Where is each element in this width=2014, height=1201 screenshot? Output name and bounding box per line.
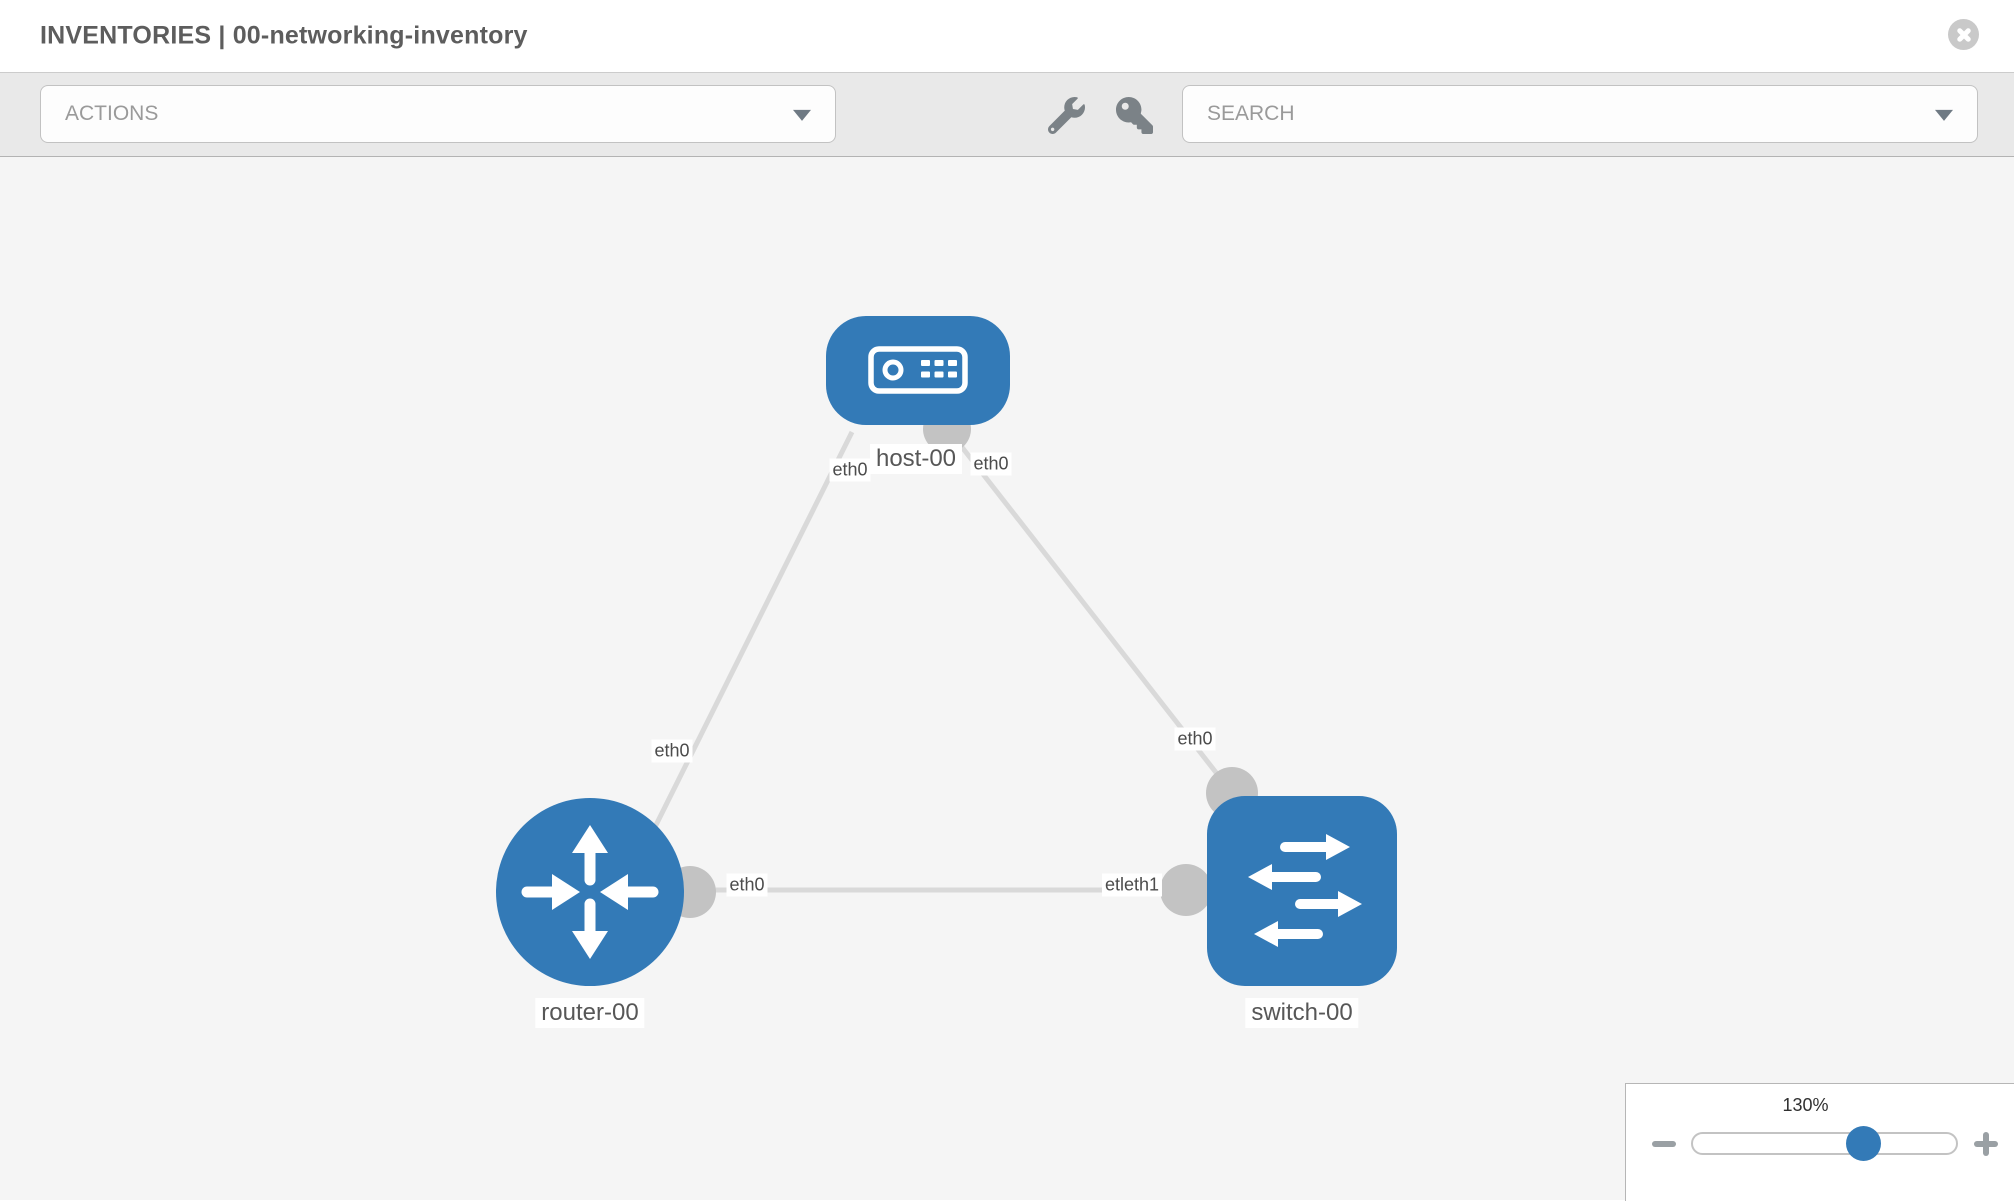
router-icon (521, 825, 659, 959)
interface-label-router-top: eth0 (651, 739, 693, 763)
plus-v-stroke (1983, 1132, 1989, 1156)
key-icon[interactable] (1116, 97, 1153, 134)
search-dropdown[interactable]: SEARCH (1182, 85, 1978, 143)
switch-icon (1248, 834, 1362, 947)
actions-dropdown[interactable]: ACTIONS (40, 85, 836, 143)
wrench-icon[interactable] (1048, 97, 1085, 134)
interface-label-router-right: eth0 (726, 873, 768, 897)
zoom-out-minus-icon[interactable] (1652, 1141, 1676, 1147)
close-icon[interactable] (1948, 19, 1979, 50)
chevron-down-icon (793, 109, 811, 121)
node-label-host: host-00 (869, 444, 963, 474)
zoom-panel: 130% (1625, 1083, 2014, 1201)
page-title: INVENTORIES | 00-networking-inventory (40, 21, 528, 50)
zoom-slider-thumb[interactable] (1846, 1126, 1881, 1161)
zoom-level-value: 130% (1782, 1095, 1829, 1115)
interface-label-switch-left: etleth1 (1101, 873, 1163, 897)
actions-dropdown-label: ACTIONS (65, 102, 159, 125)
host-icon (868, 346, 968, 394)
interface-label-switch-top: eth0 (1174, 727, 1216, 751)
port-switch-left-eth (1160, 864, 1212, 916)
toolbar: ACTIONS SEARCH (0, 72, 2014, 157)
zoom-in-plus-icon[interactable] (1974, 1132, 1998, 1156)
chevron-down-icon (1935, 109, 1953, 121)
topology-canvas[interactable]: host-00 router-00 switch-00 eth0 eth0 et… (0, 157, 2014, 1200)
zoom-slider-track[interactable] (1691, 1132, 1958, 1155)
link-host-router[interactable] (652, 430, 855, 829)
interface-label-host-left: eth0 (829, 458, 871, 482)
interface-label-host-right: eth0 (970, 452, 1012, 476)
node-host[interactable] (826, 316, 1010, 425)
node-label-router: router-00 (535, 998, 645, 1028)
node-router[interactable] (496, 798, 684, 986)
node-switch[interactable] (1207, 796, 1397, 986)
search-placeholder: SEARCH (1207, 102, 1295, 125)
node-label-switch: switch-00 (1245, 998, 1359, 1028)
panel-header: INVENTORIES | 00-networking-inventory (0, 0, 2014, 72)
